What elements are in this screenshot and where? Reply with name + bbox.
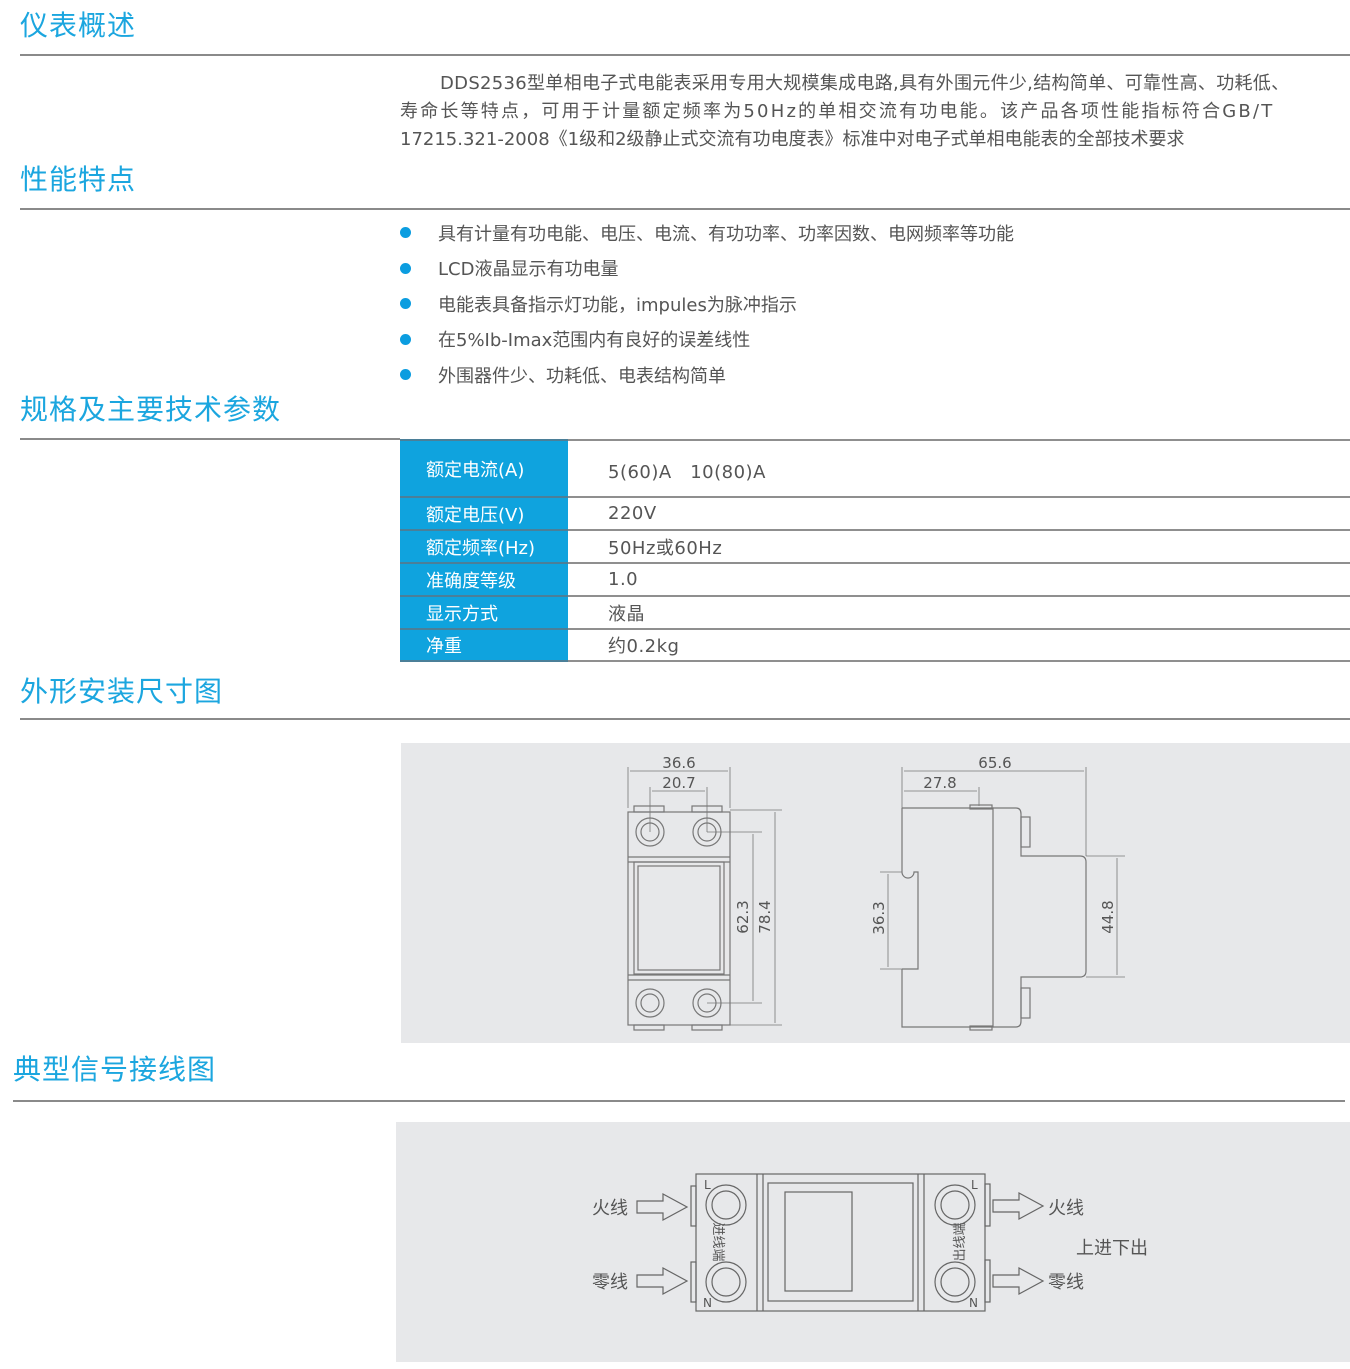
section-divider [20, 208, 1350, 210]
wiring-diagram: 火线 零线 火线 零线 上进下出 L N L N 进线端 出线端 [592, 1173, 1148, 1312]
list-item: 在5%Ib-Imax范围内有良好的误差线性 [400, 322, 1014, 358]
feature-text: LCD液晶显示有功电量 [438, 259, 619, 281]
overview-line: DDS2536型单相电子式电能表采用专用大规模集成电路,具有外围元件少,结构简单… [440, 73, 1290, 94]
dimension-drawing: 36.6 20.7 62.3 78.4 65.6 27.8 36.3 44.8 [627, 754, 1125, 1031]
wiring-note: 上进下出 [1076, 1238, 1148, 1259]
section-title-features: 性能特点 [20, 163, 137, 196]
spec-value: 约0.2kg [568, 628, 1350, 662]
bullet-icon [400, 298, 411, 310]
bullet-icon [400, 369, 411, 381]
feature-list: 具有计量有功电能、电压、电流、有功功率、功率因数、电网频率等功能 LCD液晶显示… [400, 215, 1014, 393]
arrow-right-icon [992, 1191, 1045, 1221]
table-row: 额定电压(V) 220V [400, 496, 1350, 531]
terminal-N-out: N [969, 1296, 978, 1310]
spec-value: 液晶 [568, 595, 1350, 630]
section-divider [20, 438, 400, 440]
table-row: 准确度等级 1.0 [400, 562, 1350, 597]
list-item: 电能表具备指示灯功能，impules为脉冲指示 [400, 286, 1014, 322]
dim-front-height-total: 78.4 [756, 900, 774, 933]
dimension-drawing-panel: 36.6 20.7 62.3 78.4 65.6 27.8 36.3 44.8 [401, 743, 1350, 1043]
side-view-drawing [880, 767, 1125, 1031]
spec-key: 额定电压(V) [400, 496, 568, 531]
overview-paragraph: DDS2536型单相电子式电能表采用专用大规模集成电路,具有外围元件少,结构简单… [400, 70, 1350, 154]
spec-key: 额定频率(Hz) [400, 529, 568, 564]
table-row: 净重 约0.2kg [400, 628, 1350, 662]
spec-value: 50Hz或60Hz [568, 529, 1350, 564]
label-in-neutral: 零线 [592, 1272, 628, 1293]
spec-key: 准确度等级 [400, 562, 568, 597]
bullet-icon [400, 262, 411, 274]
terminal-L-out: L [971, 1178, 978, 1192]
section-title-wiring: 典型信号接线图 [13, 1053, 217, 1086]
feature-text: 具有计量有功电能、电压、电流、有功功率、功率因数、电网频率等功能 [438, 223, 1014, 245]
feature-text: 在5%Ib-Imax范围内有良好的误差线性 [438, 330, 751, 352]
table-row: 额定电流(A) 5(60)A 10(80)A [400, 439, 1350, 498]
list-item: 外围器件少、功耗低、电表结构简单 [400, 357, 1014, 393]
arrow-right-icon [636, 1192, 689, 1222]
section-divider [13, 1100, 1345, 1102]
dim-side-rail-height: 36.3 [870, 901, 888, 934]
feature-text: 电能表具备指示灯功能，impules为脉冲指示 [438, 294, 797, 316]
dim-front-width-terminals: 20.7 [662, 774, 695, 792]
spec-value: 220V [568, 496, 1350, 531]
spec-value: 1.0 [568, 562, 1350, 597]
spec-value: 5(60)A 10(80)A [568, 439, 1350, 498]
out-terminal-label: 出线端 [953, 1222, 968, 1261]
label-out-live: 火线 [1048, 1198, 1084, 1219]
dim-side-back-height: 44.8 [1099, 900, 1117, 933]
section-divider [20, 718, 1350, 720]
front-view-drawing [627, 767, 782, 1031]
dim-side-depth-total: 65.6 [978, 754, 1011, 772]
label-in-live: 火线 [592, 1198, 628, 1219]
terminal-L-in: L [704, 1178, 711, 1192]
in-terminal-label: 进线端 [710, 1222, 725, 1261]
overview-line: 17215.321-2008《1级和2级静止式交流有功电度表》标准中对电子式单相… [400, 129, 1185, 150]
arrow-right-icon [992, 1266, 1045, 1296]
dim-side-depth-front: 27.8 [923, 774, 956, 792]
section-divider [20, 54, 1350, 56]
dim-front-width-total: 36.6 [662, 754, 695, 772]
section-title-dimensions: 外形安装尺寸图 [20, 675, 224, 708]
section-title-overview: 仪表概述 [20, 9, 137, 42]
label-out-neutral: 零线 [1048, 1272, 1084, 1293]
spec-key: 额定电流(A) [400, 439, 568, 498]
bullet-icon [400, 333, 411, 345]
table-row: 显示方式 液晶 [400, 595, 1350, 630]
spec-key: 显示方式 [400, 595, 568, 630]
spec-key: 净重 [400, 628, 568, 662]
list-item: LCD液晶显示有功电量 [400, 251, 1014, 287]
table-row: 额定频率(Hz) 50Hz或60Hz [400, 529, 1350, 564]
bullet-icon [400, 227, 411, 239]
feature-text: 外围器件少、功耗低、电表结构简单 [438, 365, 726, 387]
wiring-diagram-panel: 火线 零线 火线 零线 上进下出 L N L N 进线端 出线端 [396, 1122, 1350, 1362]
section-title-specs: 规格及主要技术参数 [20, 393, 282, 426]
dim-front-height-terminals: 62.3 [734, 900, 752, 933]
arrow-right-icon [636, 1266, 689, 1296]
overview-line: 寿命长等特点，可用于计量额定频率为50Hz的单相交流有功电能。该产品各项性能指标… [400, 101, 1275, 122]
terminal-N-in: N [703, 1296, 712, 1310]
spec-table: 额定电流(A) 5(60)A 10(80)A 额定电压(V) 220V 额定频率… [400, 439, 1350, 662]
list-item: 具有计量有功电能、电压、电流、有功功率、功率因数、电网频率等功能 [400, 215, 1014, 251]
